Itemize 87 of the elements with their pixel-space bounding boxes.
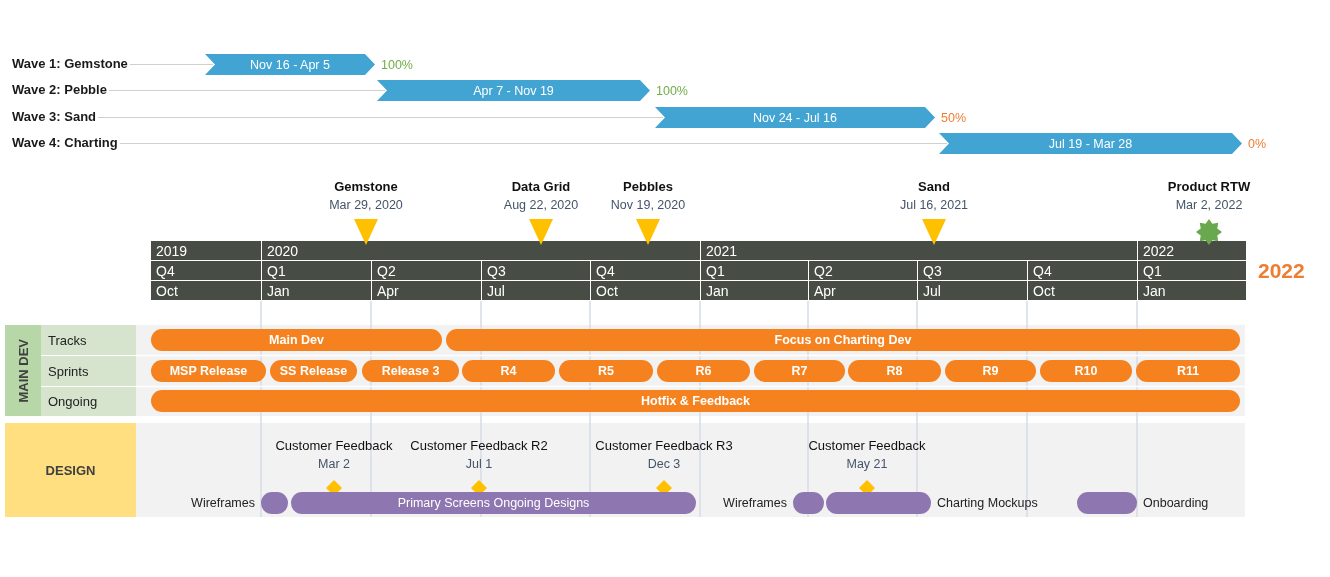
- bar-label: Charting Mockups: [937, 495, 1038, 511]
- section-title: DESIGN: [45, 462, 96, 478]
- task-bar: Main Dev: [151, 329, 442, 351]
- row-header: Tracks: [41, 325, 136, 355]
- task-bar: R5: [559, 360, 653, 382]
- timescale-cell: Oct: [150, 281, 261, 301]
- task-bar: Release 3: [362, 360, 459, 382]
- timescale-cell: Q2: [371, 261, 481, 281]
- timescale-cell: Q4: [150, 261, 261, 281]
- duration-bar: Jul 19 - Mar 28: [939, 133, 1242, 154]
- milestone-title: Customer Feedback R2: [410, 438, 548, 453]
- timescale-cell: Q4: [1027, 261, 1137, 281]
- bar-label: Wireframes: [723, 495, 787, 511]
- connector-line: [129, 63, 214, 66]
- duration-bar: Nov 24 - Jul 16: [655, 107, 935, 128]
- milestone-title: Data Grid: [511, 179, 571, 194]
- milestone-title: Gemstone: [334, 179, 398, 194]
- timescale-cell: Oct: [1027, 281, 1137, 301]
- timescale-cell: Jan: [1137, 281, 1246, 301]
- milestone-date: Mar 29, 2020: [329, 198, 403, 212]
- timescale-cell: Jul: [481, 281, 590, 301]
- milestone-date: Aug 22, 2020: [503, 198, 579, 212]
- task-bar: Focus on Charting Dev: [446, 329, 1240, 351]
- row-header: Sprints: [41, 356, 136, 386]
- progress-percent: 50%: [941, 109, 967, 126]
- milestone-title: Product RTW: [1167, 179, 1251, 194]
- timescale-cell: Jul: [917, 281, 1027, 301]
- timescale-cell: Q1: [700, 261, 808, 281]
- timescale-cell: Apr: [808, 281, 917, 301]
- connector-line: [119, 142, 948, 145]
- task-bar: [826, 492, 931, 514]
- milestone-date: Nov 19, 2020: [610, 198, 686, 212]
- milestone-title: Customer Feedback: [275, 438, 393, 453]
- duration-bar: Nov 16 - Apr 5: [205, 54, 375, 75]
- milestone-title: Customer Feedback R3: [595, 438, 733, 453]
- bar-label: Onboarding: [1143, 495, 1209, 511]
- timescale-cell: Jan: [261, 281, 371, 301]
- timescale-cell: Q4: [590, 261, 700, 281]
- milestone-date: Mar 2: [318, 457, 350, 471]
- progress-percent: 0%: [1248, 135, 1267, 152]
- milestone-title: Customer Feedback: [808, 438, 926, 453]
- timescale-cell: Oct: [590, 281, 700, 301]
- task-bar: Primary Screens Ongoing Designs: [291, 492, 696, 514]
- progress-percent: 100%: [381, 56, 413, 73]
- task-bar: R4: [462, 360, 555, 382]
- milestone-date: Mar 2, 2022: [1175, 198, 1243, 212]
- section-header: [5, 423, 136, 517]
- bar-label: Wireframes: [191, 495, 255, 511]
- timescale-cell: 2021: [700, 241, 1137, 261]
- milestone-title: Sand: [918, 179, 950, 194]
- timescale-cell: Q1: [1137, 261, 1246, 281]
- task-bar: Hotfix & Feedback: [151, 390, 1240, 412]
- duration-bar: Apr 7 - Nov 19: [377, 80, 650, 101]
- wave-label: Wave 2: Pebble: [12, 82, 107, 98]
- connector-line: [108, 89, 386, 92]
- timescale-cell: Jan: [700, 281, 808, 301]
- task-bar: R7: [754, 360, 845, 382]
- year-label: 2022: [1258, 259, 1305, 283]
- task-bar: SS Release: [270, 360, 357, 382]
- milestone-date: Jul 1: [465, 457, 493, 471]
- task-bar: [1077, 492, 1137, 514]
- timescale-cell: 2020: [261, 241, 700, 261]
- task-bar: R10: [1040, 360, 1132, 382]
- timescale-cell: Q3: [481, 261, 590, 281]
- wave-label: Wave 3: Sand: [12, 109, 97, 125]
- section-title: MAIN DEV: [15, 338, 31, 403]
- timescale-cell: Q2: [808, 261, 917, 281]
- timescale-cell: 2022: [1137, 241, 1246, 261]
- milestone-date: Dec 3: [647, 457, 681, 471]
- timescale-cell: Apr: [371, 281, 481, 301]
- milestone-date: May 21: [846, 457, 888, 471]
- task-bar: R6: [657, 360, 750, 382]
- task-bar: R11: [1136, 360, 1240, 382]
- task-bar: R8: [848, 360, 941, 382]
- connector-line: [97, 116, 664, 119]
- section-header: [5, 325, 41, 416]
- milestone-date: Jul 16, 2021: [899, 198, 969, 212]
- wave-label: Wave 1: Gemstone: [12, 56, 128, 72]
- timescale-cell: Q3: [917, 261, 1027, 281]
- wave-label: Wave 4: Charting: [12, 135, 118, 151]
- timescale-cell: Q1: [261, 261, 371, 281]
- progress-percent: 100%: [656, 82, 688, 99]
- task-bar: R9: [945, 360, 1036, 382]
- row-header: Ongoing: [41, 387, 136, 416]
- timescale-cell: 2019: [150, 241, 261, 261]
- milestone-title: Pebbles: [623, 179, 673, 194]
- task-bar: MSP Release: [151, 360, 266, 382]
